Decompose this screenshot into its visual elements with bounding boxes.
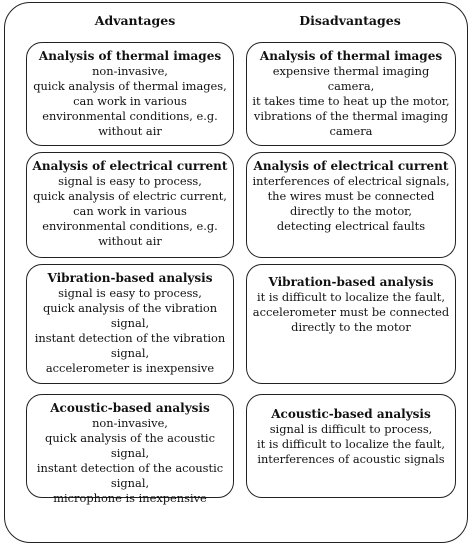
box-line: can work in various: [73, 94, 187, 108]
box-line: camera,: [327, 79, 375, 93]
box-title: Vibration-based analysis: [268, 275, 434, 289]
box-line: environmental conditions, e.g.: [42, 219, 218, 233]
box-line: instant detection of the acoustic: [36, 461, 224, 475]
box-line: accelerometer must be connected: [252, 305, 450, 319]
advantage-box-vibration: Vibration-based analysis signal is easy …: [26, 264, 234, 384]
box-title: Acoustic-based analysis: [50, 401, 210, 415]
disadvantage-box-acoustic: Acoustic-based analysis signal is diffic…: [246, 394, 456, 498]
box-line: signal,: [110, 316, 150, 330]
outer-frame: [4, 2, 468, 543]
box-title: Acoustic-based analysis: [271, 407, 431, 421]
box-line: signal is easy to process,: [58, 286, 202, 300]
box-title: Vibration-based analysis: [47, 271, 213, 285]
box-line: quick analysis of the acoustic signal,: [45, 431, 215, 460]
box-line: quick analysis of electric current,: [33, 189, 227, 203]
box-line: instant detection of the vibration: [34, 331, 226, 345]
advantage-box-acoustic: Acoustic-based analysis non-invasive, qu…: [26, 394, 234, 505]
box-line: microphone is inexpensive: [53, 491, 207, 505]
box-line: signal,: [110, 346, 150, 360]
box-title: Analysis of thermal images: [38, 49, 222, 63]
advantages-header: Advantages: [94, 13, 176, 28]
box-line: vibrations of the thermal imaging: [253, 109, 449, 123]
box-line: camera: [329, 124, 373, 138]
box-line: interferences of acoustic signals: [257, 452, 445, 466]
box-line: quick analysis of the vibration: [42, 301, 218, 315]
box-line: it is difficult to localize the fault,: [256, 437, 445, 451]
box-line: can work in various: [73, 204, 187, 218]
box-line: signal,: [110, 476, 150, 490]
disadvantage-box-vibration: Vibration-based analysis it is difficult…: [246, 264, 456, 384]
box-line: without air: [98, 234, 162, 248]
box-title: Analysis of electrical current: [253, 159, 449, 173]
disadvantage-box-electrical: Analysis of electrical current interfere…: [246, 152, 456, 258]
box-line: it is difficult to localize the fault,: [256, 290, 445, 304]
box-line: expensive thermal imaging: [272, 64, 430, 78]
advantage-box-electrical: Analysis of electrical current signal is…: [26, 152, 234, 258]
box-line: directly to the motor,: [289, 204, 412, 218]
box-title: Analysis of thermal images: [259, 49, 443, 63]
box-line: it takes time to heat up the motor,: [252, 94, 450, 108]
box-title: Analysis of electrical current: [32, 159, 228, 173]
disadvantages-header: Disadvantages: [299, 13, 401, 28]
box-line: without air: [98, 124, 162, 138]
box-line: directly to the motor: [291, 320, 411, 334]
box-line: interferences of electrical signals,: [252, 174, 450, 188]
disadvantage-box-thermal: Analysis of thermal images expensive the…: [246, 42, 456, 146]
box-line: signal is easy to process,: [58, 174, 202, 188]
box-line: detecting electrical faults: [276, 219, 426, 233]
box-line: non-invasive,: [92, 64, 168, 78]
advantage-box-thermal: Analysis of thermal images non-invasive,…: [26, 42, 234, 146]
box-line: quick analysis of thermal images,: [33, 79, 227, 93]
box-line: signal is difficult to process,: [269, 422, 433, 436]
box-line: non-invasive,: [92, 416, 168, 430]
box-line: environmental conditions, e.g.: [42, 109, 218, 123]
box-line: the wires must be connected: [267, 189, 435, 203]
box-line: accelerometer is inexpensive: [45, 361, 215, 375]
